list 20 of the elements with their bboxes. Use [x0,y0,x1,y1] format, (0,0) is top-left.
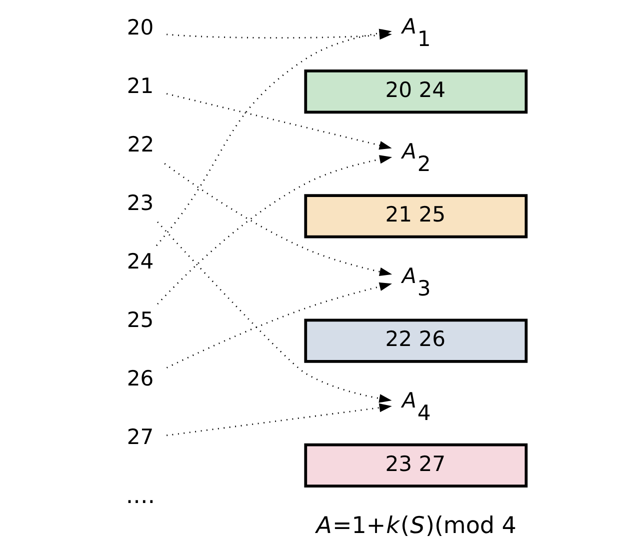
arrow [166,93,392,150]
label: .... [125,483,155,510]
arrow [164,163,392,276]
arrow [166,403,392,436]
node-box: 22 26 [304,318,528,363]
node-text: 22 [126,132,154,157]
node-text: 23 [126,190,154,216]
arrow [156,155,392,304]
node-text: 24 [126,248,154,274]
node-text: 27 [126,424,154,449]
node-box: 20 24 [304,69,528,114]
node-text: 25 [126,307,154,332]
node-text: 26 [126,366,154,391]
node-text: 21 [126,73,154,98]
node-box: 23 27 [304,443,528,488]
arrow [156,222,392,403]
node-box: 21 25 [304,194,528,238]
arrow [166,282,392,368]
node-text: 20 [126,14,154,40]
label: A=1+k(S)(mod 4 [316,512,516,539]
